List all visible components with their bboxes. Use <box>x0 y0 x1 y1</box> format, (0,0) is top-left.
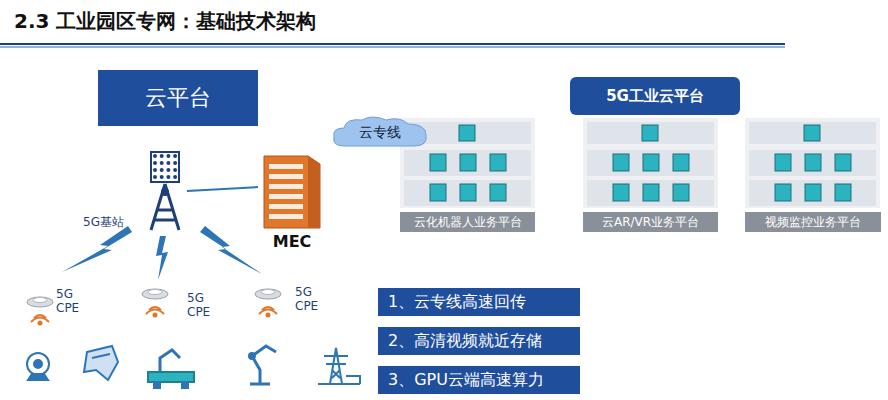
server-panels <box>400 118 880 208</box>
device-label: 5G CPE <box>56 288 88 316</box>
platform-label: 云AR/VR业务平台 <box>583 212 718 232</box>
platform-label: 视频监控业务平台 <box>745 212 881 232</box>
wireless-bolts <box>62 226 262 280</box>
title-rule <box>0 43 785 45</box>
feature-box: 1、云专线高速回传 <box>378 288 580 316</box>
node-text: 1、云专线高速回传 <box>388 292 526 313</box>
server-panel <box>745 118 880 208</box>
device-label: 5G CPE <box>187 292 219 320</box>
node-text: 5G基站 <box>83 214 124 231</box>
mec-server: MEC <box>258 152 326 230</box>
node-text: MEC <box>258 232 326 251</box>
node-text: 3、GPU云端高速算力 <box>388 370 544 391</box>
node-text: 云AR/VR业务平台 <box>602 214 699 231</box>
link-line <box>187 187 258 191</box>
feature-box: 3、GPU云端高速算力 <box>378 366 580 394</box>
platform-label: 云化机器人业务平台 <box>400 212 535 232</box>
page-title: 2.3 工业园区专网：基础技术架构 <box>14 8 316 35</box>
platform-box: 云平台 <box>98 70 258 126</box>
tower-icon <box>143 150 187 232</box>
node-text: 2、高清视频就近存储 <box>388 331 542 352</box>
node-text: 云平台 <box>145 83 211 113</box>
feature-box: 2、高清视频就近存储 <box>378 327 580 355</box>
node-text: 视频监控业务平台 <box>765 214 861 231</box>
node-text: 云专线 <box>359 124 401 142</box>
node-text: 云化机器人业务平台 <box>414 214 522 231</box>
platform-box: 5G工业云平台 <box>570 77 740 115</box>
base-station: 5G基站 <box>143 150 187 232</box>
server-icon <box>258 152 326 230</box>
server-panel <box>583 118 718 208</box>
device-icons <box>27 346 360 388</box>
cpe-icons <box>27 289 281 325</box>
cloud-shape: 云专线 <box>330 116 430 150</box>
device-label: 5G CPE <box>295 286 327 314</box>
node-text: 5G工业云平台 <box>606 87 704 106</box>
title-rule <box>0 46 785 48</box>
